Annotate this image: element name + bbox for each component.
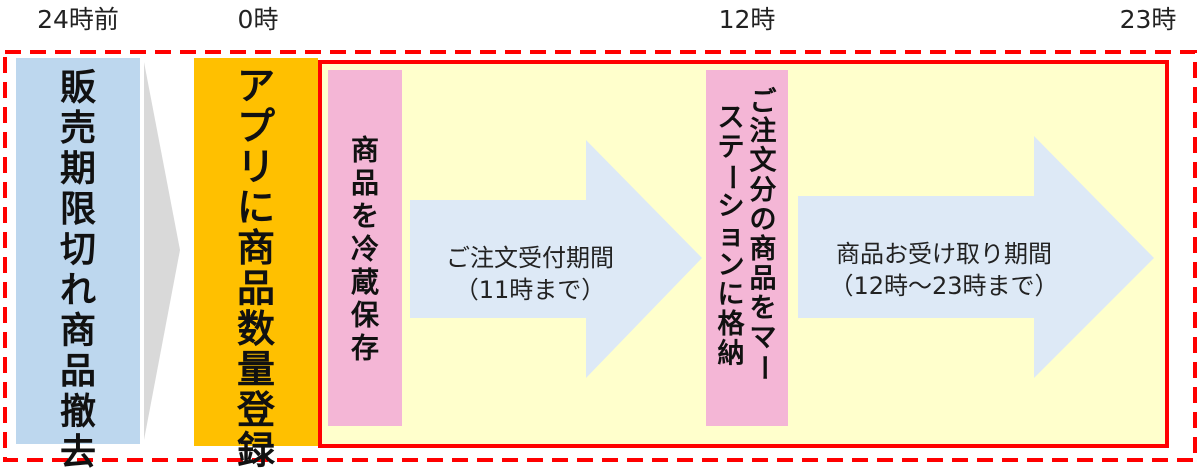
order-period-arrow — [410, 140, 702, 378]
vertical-char: 納 — [718, 338, 745, 370]
time-label-end: 23時 — [1120, 5, 1177, 34]
time-label-before: 24時前 — [37, 5, 119, 34]
vertical-char: 格 — [718, 309, 746, 340]
vertical-char: 文 — [750, 145, 778, 177]
vertical-char: 商 — [351, 134, 379, 167]
vertical-char: ア — [237, 64, 275, 108]
vertical-char: 量 — [237, 348, 275, 392]
vertical-char: 存 — [351, 332, 379, 365]
vertical-char: ョ — [718, 221, 745, 252]
vertical-char: 商 — [60, 311, 96, 352]
vertical-char: 登 — [236, 388, 276, 432]
vertical-char: 品 — [237, 267, 275, 311]
vertical-char: プ — [237, 105, 275, 149]
order-period-label-line2: （11時まで） — [455, 276, 606, 304]
pickup-period-label-line1: 商品お受け取り期間 — [836, 240, 1052, 268]
app-registration-box — [194, 58, 318, 446]
vertical-char: に — [237, 186, 275, 230]
vertical-char: の — [750, 205, 777, 236]
vertical-char: 撤 — [60, 392, 96, 433]
vertical-char: 期 — [60, 149, 96, 190]
vertical-char: リ — [237, 145, 275, 189]
cold-storage-box — [328, 70, 402, 426]
vertical-char: シ — [718, 191, 745, 222]
vertical-char: 売 — [60, 108, 96, 149]
vertical-char: 販 — [60, 68, 97, 109]
vertical-char: 商 — [750, 234, 777, 265]
vertical-char: 録 — [237, 429, 276, 468]
vertical-char: ン — [718, 250, 745, 281]
vertical-char: 品 — [60, 351, 96, 392]
pickup-period-label-line2: （12時〜23時まで） — [829, 272, 1058, 300]
vertical-char: 去 — [60, 432, 96, 468]
vertical-char: 蔵 — [351, 266, 379, 299]
vertical-char: 品 — [351, 167, 379, 200]
vertical-char: 切 — [60, 230, 96, 271]
vertical-char: 分 — [750, 175, 777, 206]
vertical-char: 冷 — [351, 233, 379, 266]
vertical-char: ご — [750, 86, 777, 118]
vertical-char: 品 — [750, 264, 777, 295]
vertical-char: を — [351, 200, 379, 233]
vertical-char: 注 — [750, 115, 777, 147]
vertical-char: ー — [748, 354, 779, 381]
service-period-border — [318, 60, 1169, 448]
vertical-char: 数 — [237, 307, 275, 351]
vertical-char: を — [750, 293, 777, 324]
vertical-char: に — [718, 280, 745, 311]
vertical-char: ー — [716, 164, 747, 191]
vertical-char: れ — [60, 270, 96, 311]
vertical-char: 限 — [60, 189, 96, 230]
time-label-zero: 0時 — [238, 5, 279, 34]
vertical-char: テ — [718, 132, 745, 163]
vertical-char: ス — [718, 103, 745, 134]
pickup-period-arrow — [798, 136, 1154, 378]
gray-arrow-shape — [144, 62, 180, 440]
vertical-char: 商 — [237, 226, 275, 270]
vertical-char: 保 — [351, 299, 380, 332]
station-storage-box — [706, 70, 788, 426]
removal-box — [16, 58, 140, 444]
vertical-char: マ — [750, 323, 777, 354]
time-label-twelve: 12時 — [719, 5, 776, 34]
order-period-label-line1: ご注文受付期間 — [446, 244, 614, 272]
